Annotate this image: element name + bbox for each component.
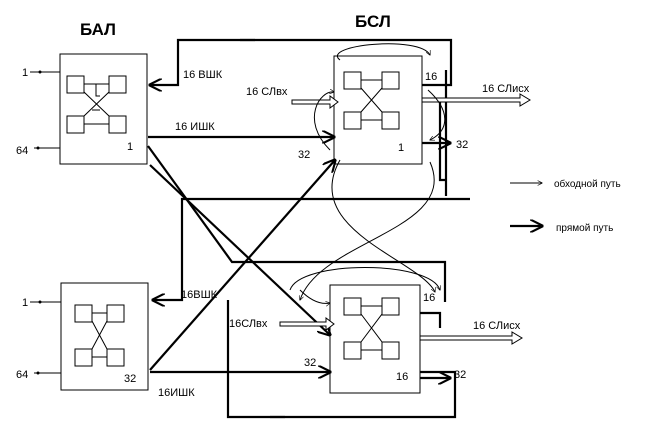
bsl-bottom-in-count: 16: [423, 292, 435, 304]
bsl-top-index: 1: [398, 142, 404, 154]
bsl-top-in-left: 32: [298, 149, 310, 161]
link-vshk-bottom: 16ВШК: [181, 289, 218, 301]
link-ishk-top: 16 ИШК: [175, 121, 215, 133]
link-sl-out-top: 16 СЛисх: [482, 83, 530, 95]
bal-top-block: [59, 53, 148, 165]
link-sl-in-bottom: 16СЛвх: [229, 318, 268, 330]
bsl-top-block: [333, 55, 423, 165]
bsl-bottom-out-count: 32: [454, 369, 466, 381]
bsl-title: БСЛ: [355, 12, 391, 31]
bal-bottom-port-last: 64: [16, 369, 28, 381]
bal-top-index: 1: [127, 141, 133, 153]
bal-bottom-block: [60, 282, 149, 391]
bsl-top-out-count: 32: [456, 139, 468, 151]
legend: обходной путь прямой путь: [510, 178, 621, 234]
bal-top-port-first: 1: [22, 67, 28, 79]
bal-top-port-last: 64: [16, 145, 28, 157]
bsl-bottom-block: [329, 284, 421, 394]
link-sl-out-bottom: 16 СЛисх: [473, 320, 521, 332]
bsl-bottom-index: 16: [396, 371, 408, 383]
link-vshk-top: 16 ВШК: [183, 69, 223, 81]
link-sl-in-top: 16 СЛвх: [246, 86, 288, 98]
link-ishk-bottom: 16ИШК: [158, 387, 195, 399]
legend-bypass: обходной путь: [554, 178, 621, 190]
bsl-bottom-in-left: 32: [304, 357, 316, 369]
bal-title: БАЛ: [80, 20, 116, 39]
legend-direct: прямой путь: [556, 223, 613, 234]
bal-bottom-port-first: 1: [22, 297, 28, 309]
bal-bottom-index: 32: [124, 373, 136, 385]
bsl-top-in-count: 16: [425, 71, 437, 83]
